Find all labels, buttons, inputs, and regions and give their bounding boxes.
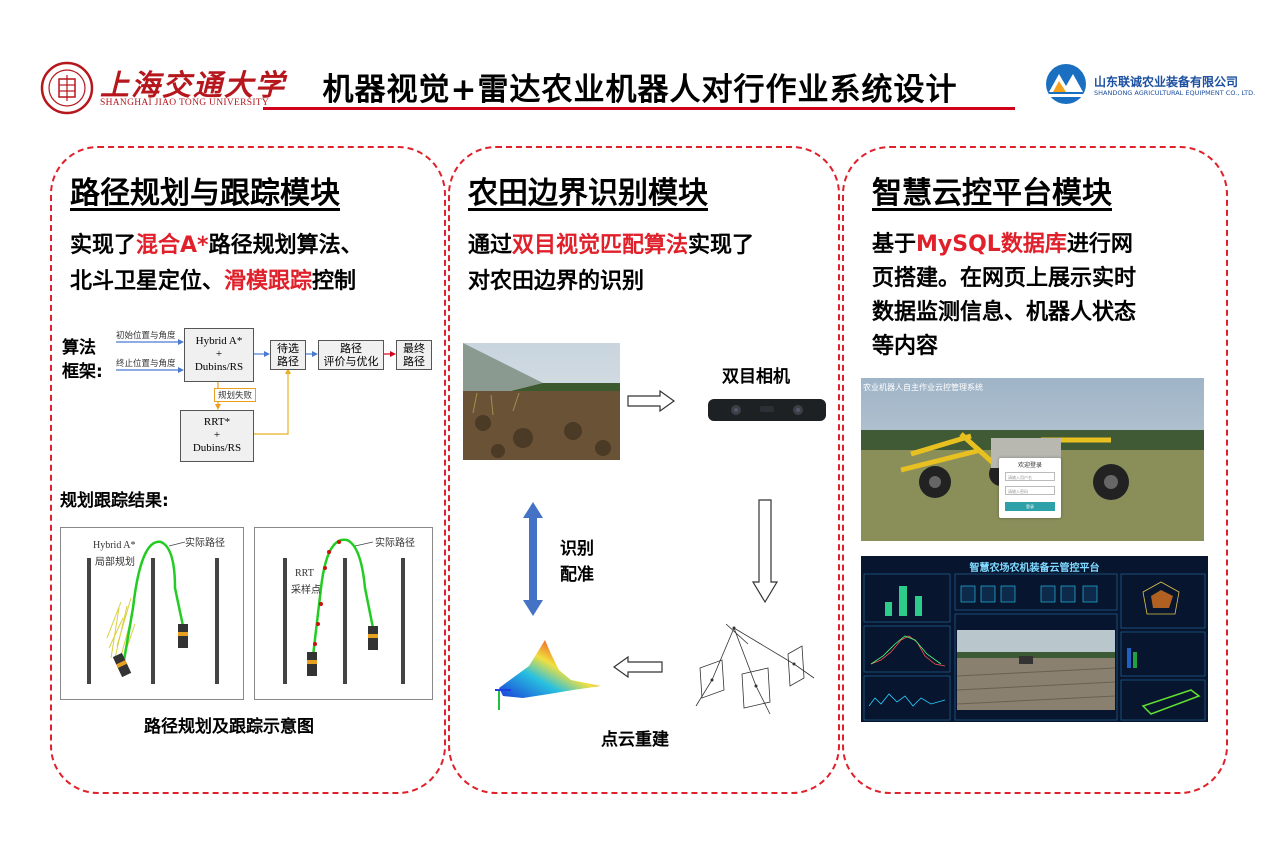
- registration-label-line2: 配准: [560, 565, 594, 585]
- stereo-camera-image: [706, 396, 828, 428]
- tracking-result-hybrid: Hybrid A* 局部规划 实际路径: [60, 527, 244, 700]
- panel2-title: 农田边界识别模块: [468, 176, 708, 211]
- panel2-text-red: 双目视觉匹配算法: [512, 233, 689, 258]
- framework-label-line2: 框架:: [62, 362, 103, 382]
- arrow-left-icon: [612, 655, 664, 682]
- panel1-text-mid2: 北斗卫星定位、: [70, 269, 225, 294]
- flow-hybrid-box: Hybrid A* + Dubins/RS: [184, 328, 254, 382]
- tracking-result-hybrid-drawing: [87, 540, 219, 684]
- panel2-text-line2: 对农田边界的识别: [468, 269, 645, 294]
- panel2-text-pre: 通过: [468, 233, 513, 258]
- field-photo: [463, 343, 620, 460]
- panel-field-boundary: [448, 146, 840, 794]
- flow-eval-box: 路径 评价与优化: [318, 340, 384, 370]
- flow-rrt-box: RRT* + Dubins/RS: [180, 410, 254, 462]
- panel1-text-red2: 滑模跟踪: [224, 269, 313, 294]
- panel-cloud-platform: [842, 146, 1228, 794]
- flow-input-start: 初始位置与角度: [116, 330, 176, 340]
- panel3-text-line2: 页搭建。在网页上展示实时: [872, 266, 1137, 291]
- flow-final-line2: 路径: [403, 356, 425, 368]
- flow-eval-line1: 路径: [340, 343, 362, 355]
- framework-label: 算法 框架:: [62, 336, 103, 384]
- panel1-text-mid1: 路径规划算法、: [208, 233, 363, 258]
- point-cloud-image: [493, 636, 609, 720]
- fig2-actual-path: 实际路径: [375, 538, 415, 549]
- login-header-text: 农业机器人自主作业云控管理系统: [863, 383, 983, 392]
- panel-path-planning: [50, 146, 446, 794]
- flow-hybrid-line1: Hybrid A*: [195, 335, 243, 347]
- company-logo: [1043, 62, 1089, 106]
- panel2-description: 通过双目视觉匹配算法实现了 对农田边界的识别: [468, 228, 828, 300]
- tracking-result-rrt: RRT 采样点 实际路径: [254, 527, 433, 700]
- login-dialog: 欢迎登录 请输入用户名 请输入密码 登录: [999, 458, 1061, 518]
- panel3-description: 基于MySQL数据库进行网 页搭建。在网页上展示实时 数据监测信息、机器人状态 …: [872, 228, 1212, 364]
- panel1-description: 实现了混合A*路径规划算法、 北斗卫星定位、滑模跟踪控制: [70, 228, 440, 300]
- panel1-text-post: 控制: [312, 269, 357, 294]
- fig1-hybrid-label-b: 局部规划: [95, 557, 135, 568]
- panel1-caption: 路径规划及跟踪示意图: [144, 717, 314, 737]
- algorithm-flowchart: 初始位置与角度 终止位置与角度 Hybrid A* + Dubins/RS 规划…: [108, 326, 434, 466]
- flow-rrt-line2: +: [213, 429, 221, 441]
- registration-label: 识别 配准: [560, 536, 594, 588]
- fig2-rrt-label-a: RRT: [295, 568, 314, 579]
- arrow-down-icon: [751, 498, 779, 610]
- tracking-result-rrt-drawing: [283, 538, 405, 684]
- point-cloud-label: 点云重建: [601, 730, 669, 750]
- panel3-text-line4: 等内容: [872, 334, 939, 359]
- panel3-text-line3: 数据监测信息、机器人状态: [872, 300, 1137, 325]
- flow-eval-line2: 评价与优化: [323, 356, 379, 368]
- login-password-field[interactable]: 请输入密码: [1005, 486, 1055, 495]
- results-label: 规划跟踪结果:: [60, 491, 169, 511]
- flow-final-box: 最终 路径: [396, 340, 432, 370]
- flow-hybrid-line3: Dubins/RS: [194, 361, 244, 373]
- login-username-field[interactable]: 请输入用户名: [1005, 472, 1055, 481]
- login-submit-button[interactable]: 登录: [1005, 502, 1055, 511]
- university-name-en: SHANGHAI JIAO TONG UNIVERSITY: [100, 98, 270, 108]
- title-underline: [263, 107, 1015, 110]
- dashboard-screenshot: 智慧农场农机装备云管控平台: [861, 556, 1208, 722]
- flow-candidate-line2: 路径: [277, 356, 299, 368]
- stereo-camera-label: 双目相机: [722, 367, 790, 387]
- university-name-cn: 上海交通大学: [100, 68, 287, 102]
- panel1-text-pre: 实现了: [70, 233, 137, 258]
- panel3-title: 智慧云控平台模块: [872, 176, 1112, 211]
- flow-rrt-line3: Dubins/RS: [192, 442, 242, 454]
- fig1-hybrid-label-a: Hybrid A*: [93, 540, 136, 551]
- panel1-text-red1: 混合A*: [136, 233, 209, 258]
- flow-final-line1: 最终: [403, 343, 425, 355]
- panel3-text-post: 进行网: [1066, 232, 1133, 257]
- stereo-geometry-diagram: [690, 623, 820, 724]
- panel2-text-post: 实现了: [688, 233, 755, 258]
- flow-hybrid-line2: +: [215, 348, 223, 360]
- panel3-text-pre: 基于: [872, 232, 917, 257]
- registration-label-line1: 识别: [560, 539, 594, 559]
- flow-rrt-line1: RRT*: [203, 416, 231, 428]
- flow-input-end: 终止位置与角度: [116, 358, 176, 368]
- framework-label-line1: 算法: [62, 338, 96, 358]
- fig2-rrt-label-b: 采样点: [291, 585, 321, 596]
- flow-plan-fail: 规划失败: [214, 388, 257, 402]
- company-name-cn: 山东联诚农业装备有限公司: [1094, 75, 1239, 89]
- company-name-en: SHANDONG AGRICULTURAL EQUIPMENT CO., LTD…: [1094, 89, 1256, 97]
- flow-candidate-line1: 待选: [277, 343, 299, 355]
- panel1-title: 路径规划与跟踪模块: [70, 176, 340, 211]
- page-title: 机器视觉+雷达农业机器人对行作业系统设计: [322, 72, 958, 108]
- dashboard-title: 智慧农场农机装备云管控平台: [969, 563, 1100, 574]
- panel3-text-red: MySQL数据库: [916, 232, 1067, 257]
- fig1-actual-path: 实际路径: [185, 538, 225, 549]
- login-dialog-title: 欢迎登录: [1017, 462, 1042, 469]
- dashboard-widgets: [863, 573, 1206, 721]
- sjtu-logo: [40, 61, 94, 115]
- double-arrow-icon: [521, 500, 545, 622]
- flow-candidate-box: 待选 路径: [270, 340, 306, 370]
- login-page-screenshot: 农业机器人自主作业云控管理系统 欢迎登录 请输入用户名 请输入密码 登录: [861, 378, 1204, 541]
- arrow-right-icon: [626, 389, 676, 416]
